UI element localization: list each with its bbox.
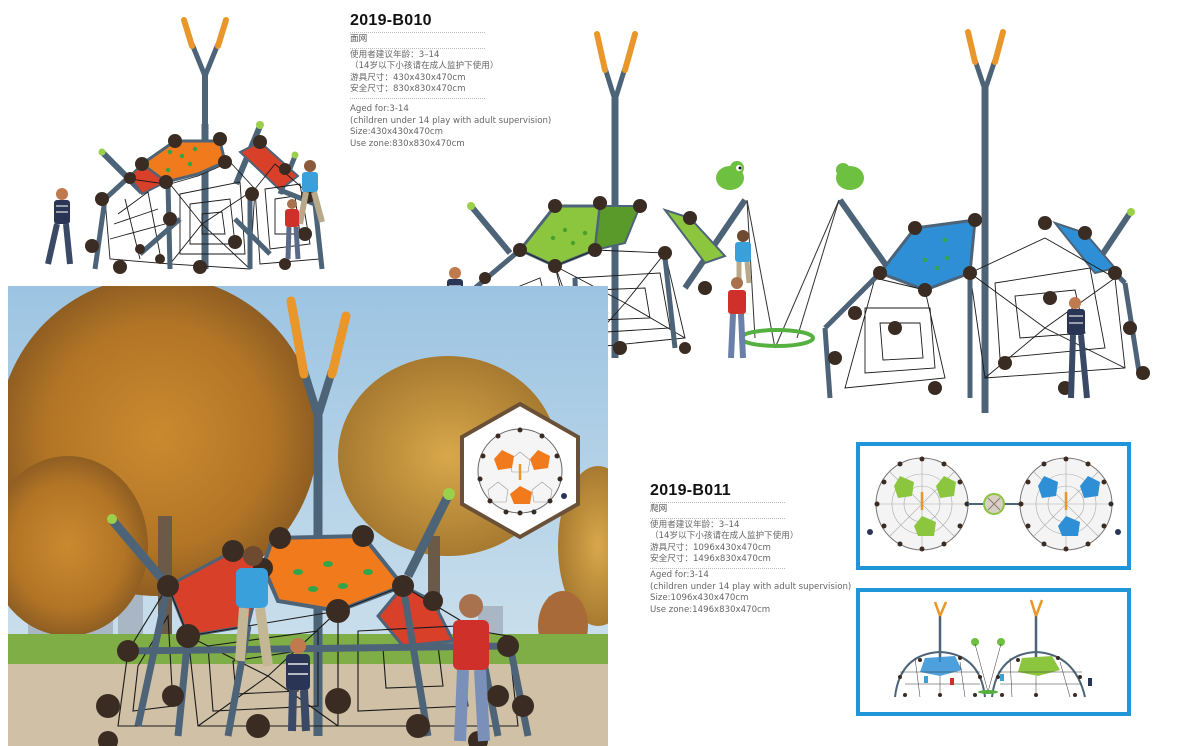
age-cn: 使用者建议年龄：3–14: [350, 49, 440, 60]
divider: [350, 97, 485, 99]
age-en: Aged for:3-14: [350, 103, 409, 114]
child-figure-red: [728, 277, 746, 359]
child-figure-left: [45, 188, 73, 265]
child-figure-red: [285, 199, 301, 260]
age-cn: 使用者建议年龄：3–14: [650, 519, 740, 530]
divider: [350, 47, 485, 49]
spec-b011: 2019-B011 爬网 使用者建议年龄：3–14 （14岁以下小孩请在成人监护…: [650, 481, 860, 616]
child-figure-striped-right: [1067, 297, 1090, 399]
child-figure-striped: [286, 638, 310, 732]
divider: [650, 502, 785, 503]
age-en: Aged for:3-14: [650, 569, 709, 580]
divider: [650, 517, 785, 519]
model-number: 2019-B010: [350, 12, 432, 29]
supervision-en: (children under 14 play with adult super…: [650, 581, 852, 592]
product-name-cn: 爬网: [650, 504, 668, 514]
b010-topview-badge: [460, 401, 580, 540]
b011-frontview-box: [856, 588, 1131, 716]
supervision-cn: （14岁以下小孩请在成人监护下使用）: [650, 531, 799, 542]
divider: [350, 32, 485, 33]
zone-cn: 安全尺寸：830x830x470cm: [350, 84, 466, 95]
zone-cn: 安全尺寸：1496x830x470cm: [650, 554, 771, 565]
size-en: Size:1096x430x470cm: [650, 593, 749, 604]
divider: [650, 567, 785, 569]
child-figure-blue: [735, 230, 752, 284]
b010-render: [30, 14, 340, 279]
topview-dome-green: [874, 456, 970, 552]
supervision-en: (children under 14 play with adult super…: [350, 115, 552, 126]
supervision-cn: （14岁以下小孩请在成人监护下使用）: [350, 61, 499, 72]
child-figure-red: [453, 594, 490, 742]
child-figure-blue: [235, 546, 273, 667]
model-number: 2019-B011: [650, 482, 731, 499]
b010-park-scene: [8, 286, 608, 746]
size-cn: 游具尺寸：430x430x470cm: [350, 72, 466, 83]
zone-en: Use zone:1496x830x470cm: [650, 604, 771, 615]
size-cn: 游具尺寸：1096x430x470cm: [650, 542, 771, 553]
b011-topview-box: [856, 442, 1131, 570]
child-figure-blue: [297, 160, 325, 225]
product-name-cn: 面网: [350, 34, 368, 44]
spec-b010: 2019-B010 面网 使用者建议年龄：3–14 （14岁以下小孩请在成人监护…: [350, 11, 560, 150]
topview-dome-blue: [1018, 456, 1114, 552]
zone-en: Use zone:830x830x470cm: [350, 138, 465, 149]
size-en: Size:430x430x470cm: [350, 127, 444, 138]
